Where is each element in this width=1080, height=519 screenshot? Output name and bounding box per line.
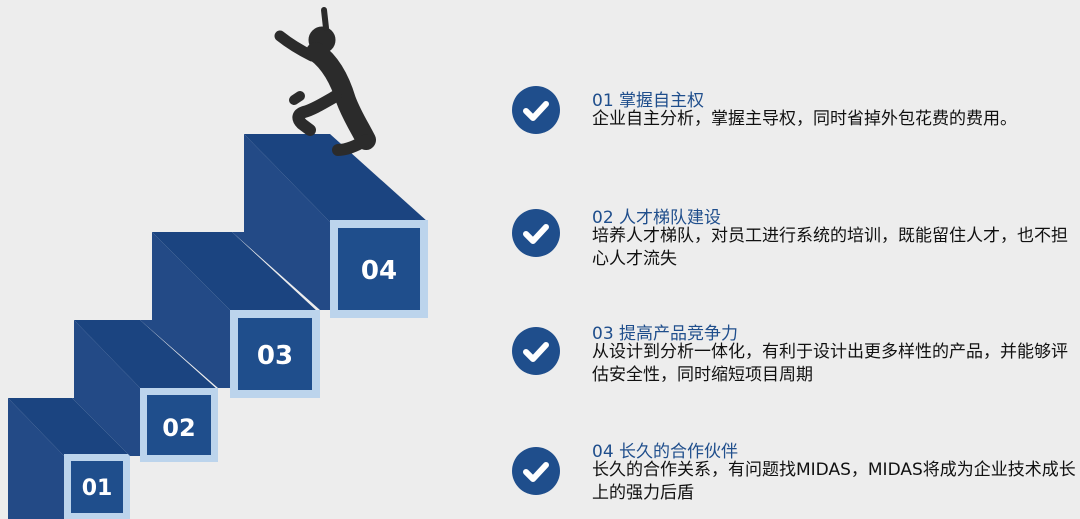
- check-icon: [512, 327, 560, 375]
- check-icon: [512, 86, 560, 134]
- step-1: 01: [8, 398, 130, 519]
- step-4-side: [244, 134, 428, 222]
- step-3-box: [238, 318, 312, 390]
- step-2: 02: [72, 320, 218, 462]
- step-2-side: [74, 320, 218, 390]
- benefits-list: 01 掌握自主权 企业自主分析，掌握主导权，同时省掉外包花费的费用。 02 人才…: [512, 0, 1080, 519]
- step-2-label: 02: [162, 414, 195, 442]
- step-3-side: [152, 232, 318, 312]
- step-1-side: [8, 398, 130, 456]
- item-description: 长久的合作关系，有问题找MIDAS，MIDAS将成为企业技术成长上的强力后盾: [592, 460, 1076, 503]
- step-1-box: [71, 461, 123, 513]
- check-icon: [512, 447, 560, 495]
- item-title: 03 提高产品竞争力: [592, 324, 739, 344]
- step-4: 04: [232, 134, 428, 318]
- climbing-person-icon: [274, 7, 376, 156]
- step-1-label: 01: [82, 476, 113, 501]
- item-title: 01 掌握自主权: [592, 91, 705, 111]
- item-description: 企业自主分析，掌握主导权，同时省掉外包花费的费用。: [592, 109, 1017, 129]
- check-icon: [512, 209, 560, 257]
- staircase-diagram: 01 02 03 04: [8, 7, 428, 519]
- step-3-face: [140, 232, 232, 388]
- item-description: 培养人才梯队，对员工进行系统的培训，既能留住人才，也不担心人才流失: [592, 226, 1068, 269]
- step-3-label: 03: [257, 341, 293, 371]
- step-4-face: [232, 134, 330, 310]
- step-3: 03: [140, 232, 320, 398]
- step-1-top-line: [8, 398, 64, 519]
- step-4-label: 04: [361, 256, 397, 286]
- step-2-box: [147, 395, 211, 455]
- item-description: 从设计到分析一体化，有利于设计出更多样性的产品，并能够评估安全性，同时缩短项目周…: [592, 342, 1068, 385]
- item-title: 02 人才梯队建设: [592, 208, 722, 228]
- step-2-face: [72, 320, 142, 456]
- step-4-box: [338, 228, 420, 310]
- item-title: 04 长久的合作伙伴: [592, 442, 739, 462]
